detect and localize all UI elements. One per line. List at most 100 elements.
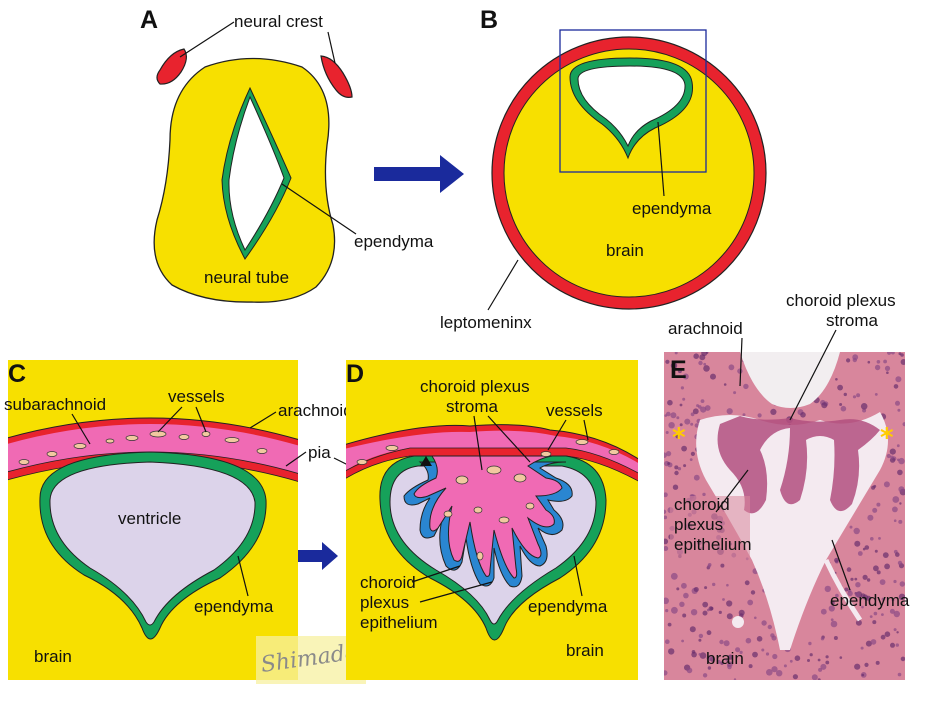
cell-nucleus bbox=[883, 359, 887, 364]
leader-pia-c bbox=[285, 451, 307, 467]
cell-nucleus bbox=[892, 506, 898, 513]
cell-nucleus bbox=[870, 537, 874, 541]
cell-nucleus bbox=[681, 639, 684, 643]
cell-nucleus bbox=[761, 648, 765, 652]
cell-nucleus bbox=[895, 552, 900, 557]
leader-subarachnoid bbox=[71, 413, 91, 445]
cell-nucleus bbox=[725, 658, 729, 662]
cell-nucleus bbox=[890, 642, 895, 648]
neural-canal bbox=[228, 95, 285, 252]
cell-nucleus bbox=[750, 590, 756, 595]
cell-nucleus bbox=[835, 593, 839, 598]
cell-nucleus bbox=[664, 546, 669, 551]
cell-nucleus bbox=[892, 496, 900, 503]
cell-nucleus bbox=[839, 656, 843, 659]
label-neural-tube: neural tube bbox=[204, 268, 289, 287]
panel-e: E * * arachnoid choroid plexus stroma ch… bbox=[664, 291, 910, 680]
cell-nucleus bbox=[857, 551, 863, 556]
cell-nucleus bbox=[811, 674, 818, 680]
cell-nucleus bbox=[698, 360, 703, 366]
cell-nucleus bbox=[874, 393, 878, 396]
arrowhead-marker bbox=[420, 456, 432, 466]
vessel bbox=[473, 506, 483, 514]
ventricle-b bbox=[577, 65, 686, 148]
cell-nucleus bbox=[722, 598, 725, 601]
label-choroid-plexus-stroma-d-2: stroma bbox=[446, 397, 499, 416]
cell-nucleus bbox=[783, 664, 787, 668]
cell-nucleus bbox=[893, 384, 899, 389]
cell-nucleus bbox=[680, 386, 685, 390]
cell-nucleus bbox=[900, 353, 904, 357]
cell-nucleus bbox=[878, 537, 881, 540]
neural-crest-right bbox=[320, 55, 353, 98]
ventricle-c bbox=[49, 461, 256, 626]
vessel bbox=[256, 448, 268, 454]
panel-c-letter: C bbox=[8, 360, 26, 388]
cell-nucleus bbox=[897, 408, 901, 412]
cell-nucleus bbox=[738, 609, 745, 616]
cell-nucleus bbox=[893, 610, 900, 618]
cell-nucleus bbox=[899, 502, 902, 505]
cell-nucleus bbox=[664, 452, 667, 458]
cell-nucleus bbox=[745, 637, 752, 644]
cell-nucleus bbox=[852, 354, 859, 361]
cell-nucleus bbox=[897, 469, 903, 476]
cell-nucleus bbox=[893, 579, 897, 584]
cell-nucleus bbox=[873, 484, 877, 488]
cell-nucleus bbox=[870, 639, 877, 645]
cell-nucleus bbox=[896, 444, 900, 448]
cell-nucleus bbox=[820, 663, 827, 670]
cell-nucleus bbox=[849, 525, 853, 529]
choroid-plexus-stroma-d bbox=[413, 455, 563, 579]
cell-nucleus bbox=[833, 636, 838, 640]
cell-nucleus bbox=[700, 406, 707, 413]
cell-nucleus bbox=[693, 587, 699, 592]
cell-nucleus bbox=[727, 654, 734, 660]
cell-nucleus bbox=[825, 660, 830, 665]
cell-nucleus bbox=[718, 610, 722, 615]
cell-nucleus bbox=[723, 383, 727, 386]
cell-nucleus bbox=[748, 664, 753, 669]
panel-a: A neural crest ependyma neural tube bbox=[140, 6, 434, 303]
cell-nucleus bbox=[874, 549, 878, 553]
cell-nucleus bbox=[850, 577, 854, 581]
cell-nucleus bbox=[692, 408, 699, 415]
leader-vessels-c-1 bbox=[157, 406, 183, 433]
cell-nucleus bbox=[830, 620, 838, 628]
cell-nucleus bbox=[726, 583, 729, 587]
vessels-d bbox=[356, 439, 620, 561]
cell-nucleus bbox=[706, 655, 713, 661]
cell-nucleus bbox=[880, 634, 886, 640]
vessel bbox=[608, 449, 620, 455]
cell-nucleus bbox=[897, 672, 902, 677]
cell-nucleus bbox=[765, 652, 770, 656]
leader-ependyma-c bbox=[237, 555, 249, 597]
panel-a-letter: A bbox=[140, 6, 158, 34]
cell-nucleus bbox=[864, 545, 870, 550]
cell-nucleus bbox=[852, 395, 857, 399]
cell-nucleus bbox=[720, 661, 724, 665]
cell-nucleus bbox=[881, 597, 885, 601]
vessel bbox=[73, 443, 87, 449]
cell-nucleus bbox=[884, 631, 891, 637]
cell-nucleus bbox=[728, 364, 735, 371]
cell-nucleus bbox=[855, 619, 862, 626]
cell-nucleus bbox=[800, 412, 806, 418]
cell-nucleus bbox=[690, 609, 698, 616]
leader-vessels-d-2 bbox=[583, 419, 589, 441]
label-vessels-c: vessels bbox=[168, 387, 225, 406]
vessel bbox=[46, 451, 58, 457]
leader-vessels-d-1 bbox=[547, 419, 567, 451]
cell-nucleus bbox=[667, 462, 671, 465]
cell-nucleus bbox=[896, 631, 899, 634]
panel-e-letter: E bbox=[670, 356, 687, 384]
cell-nucleus bbox=[682, 373, 689, 380]
cell-nucleus bbox=[696, 404, 700, 408]
cell-nucleus bbox=[694, 423, 699, 428]
panel-c: C subarachnoid vessels arachnoid pia ven… bbox=[4, 360, 441, 680]
cell-nucleus bbox=[889, 448, 896, 455]
vessel bbox=[201, 431, 211, 437]
cell-nucleus bbox=[707, 564, 711, 568]
cell-nucleus bbox=[686, 667, 693, 674]
cell-nucleus bbox=[737, 368, 743, 374]
